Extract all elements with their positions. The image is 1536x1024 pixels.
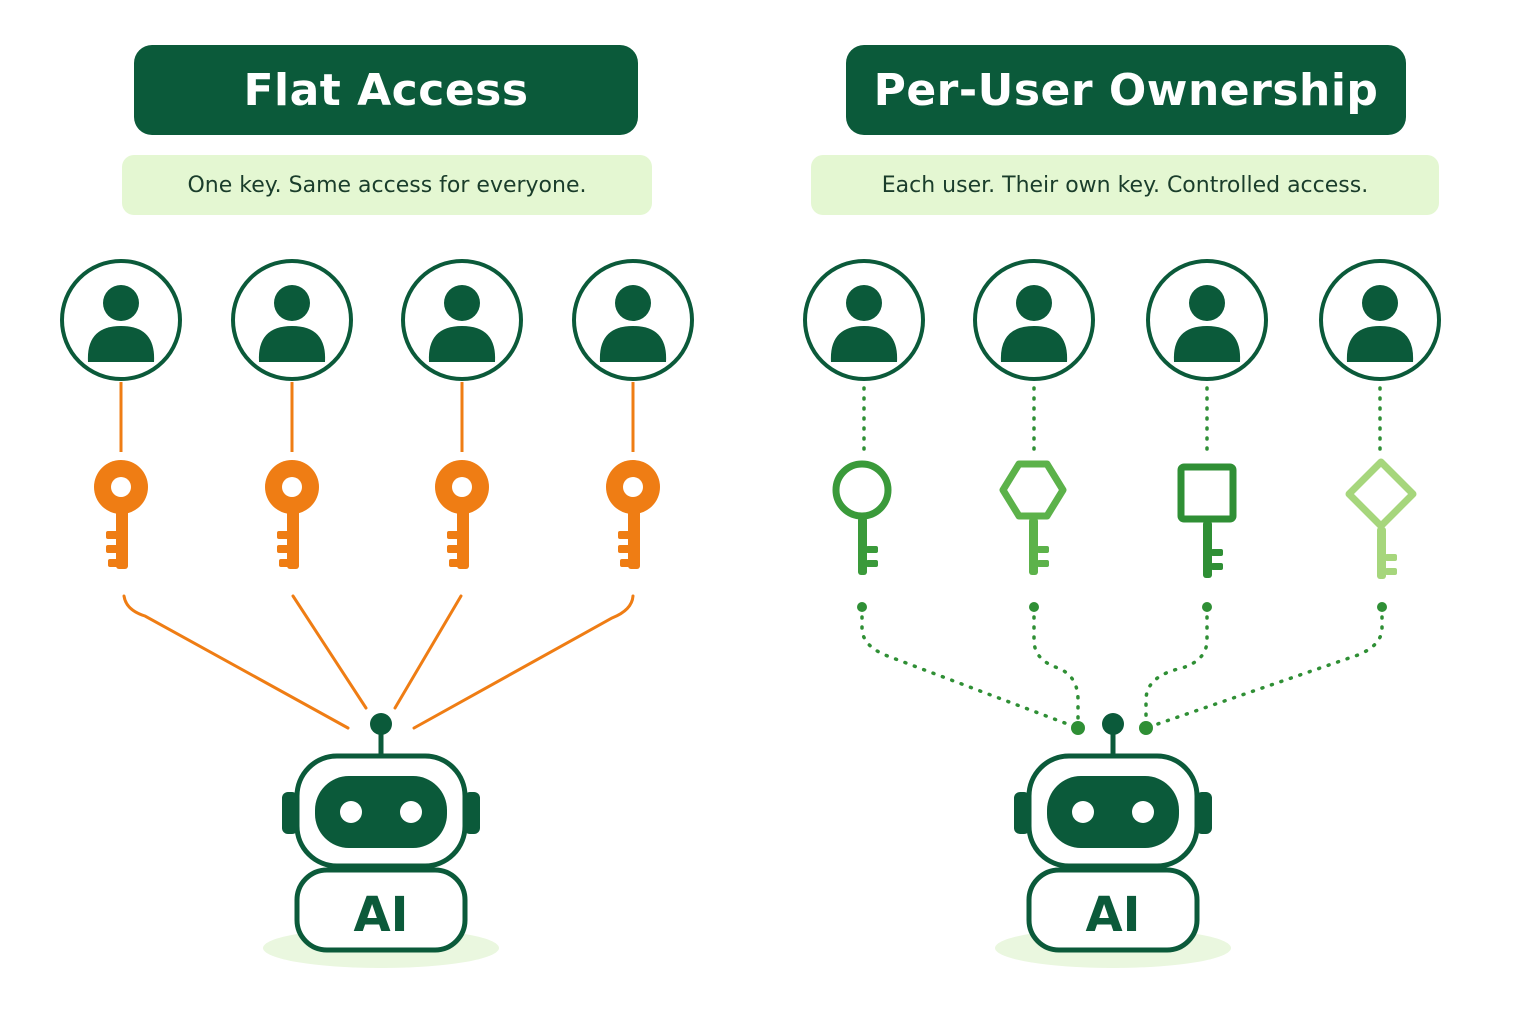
user-icon [1319, 259, 1441, 381]
connector-dots [857, 602, 1387, 735]
left-panel-title: Flat Access [134, 45, 638, 135]
right-key-ai-connectors [860, 605, 1384, 730]
user-icon [60, 259, 182, 381]
key-ai-dotted-line [1144, 605, 1384, 730]
circle-key-icon [832, 460, 892, 575]
key-ai-dotted-line [1144, 605, 1209, 730]
left-robot-label: AI [353, 887, 409, 943]
right-robot-label: AI [1085, 887, 1141, 943]
user-icon [973, 259, 1095, 381]
key-ai-line [122, 594, 350, 730]
right-user-key-connectors [862, 386, 1382, 454]
key-ai-line [291, 594, 368, 710]
key-ai-line [412, 594, 635, 730]
square-key-icon [1177, 463, 1237, 578]
key-ai-dotted-line [860, 605, 1080, 730]
robot-icon [995, 713, 1231, 968]
left-panel-subtitle: One key. Same access for everyone. [122, 155, 652, 215]
orange-key-icon [94, 460, 148, 569]
orange-key-icon [435, 460, 489, 569]
right-panel-subtitle: Each user. Their own key. Controlled acc… [811, 155, 1439, 215]
key-ai-dotted-line [1032, 605, 1080, 730]
user-icon [572, 259, 694, 381]
left-key-ai-connectors [122, 594, 635, 730]
user-icon [401, 259, 523, 381]
left-user-key-connectors [119, 382, 635, 452]
user-icon [231, 259, 353, 381]
robot-icon [263, 713, 499, 968]
orange-key-icon [606, 460, 660, 569]
right-panel-title: Per-User Ownership [846, 45, 1406, 135]
user-icon [803, 259, 925, 381]
left-panel [60, 259, 694, 968]
diamond-key-icon [1345, 458, 1417, 579]
user-icon [1146, 259, 1268, 381]
orange-key-icon [265, 460, 319, 569]
key-ai-line [393, 594, 463, 710]
right-panel [803, 259, 1441, 968]
hexagon-key-icon [999, 460, 1067, 575]
